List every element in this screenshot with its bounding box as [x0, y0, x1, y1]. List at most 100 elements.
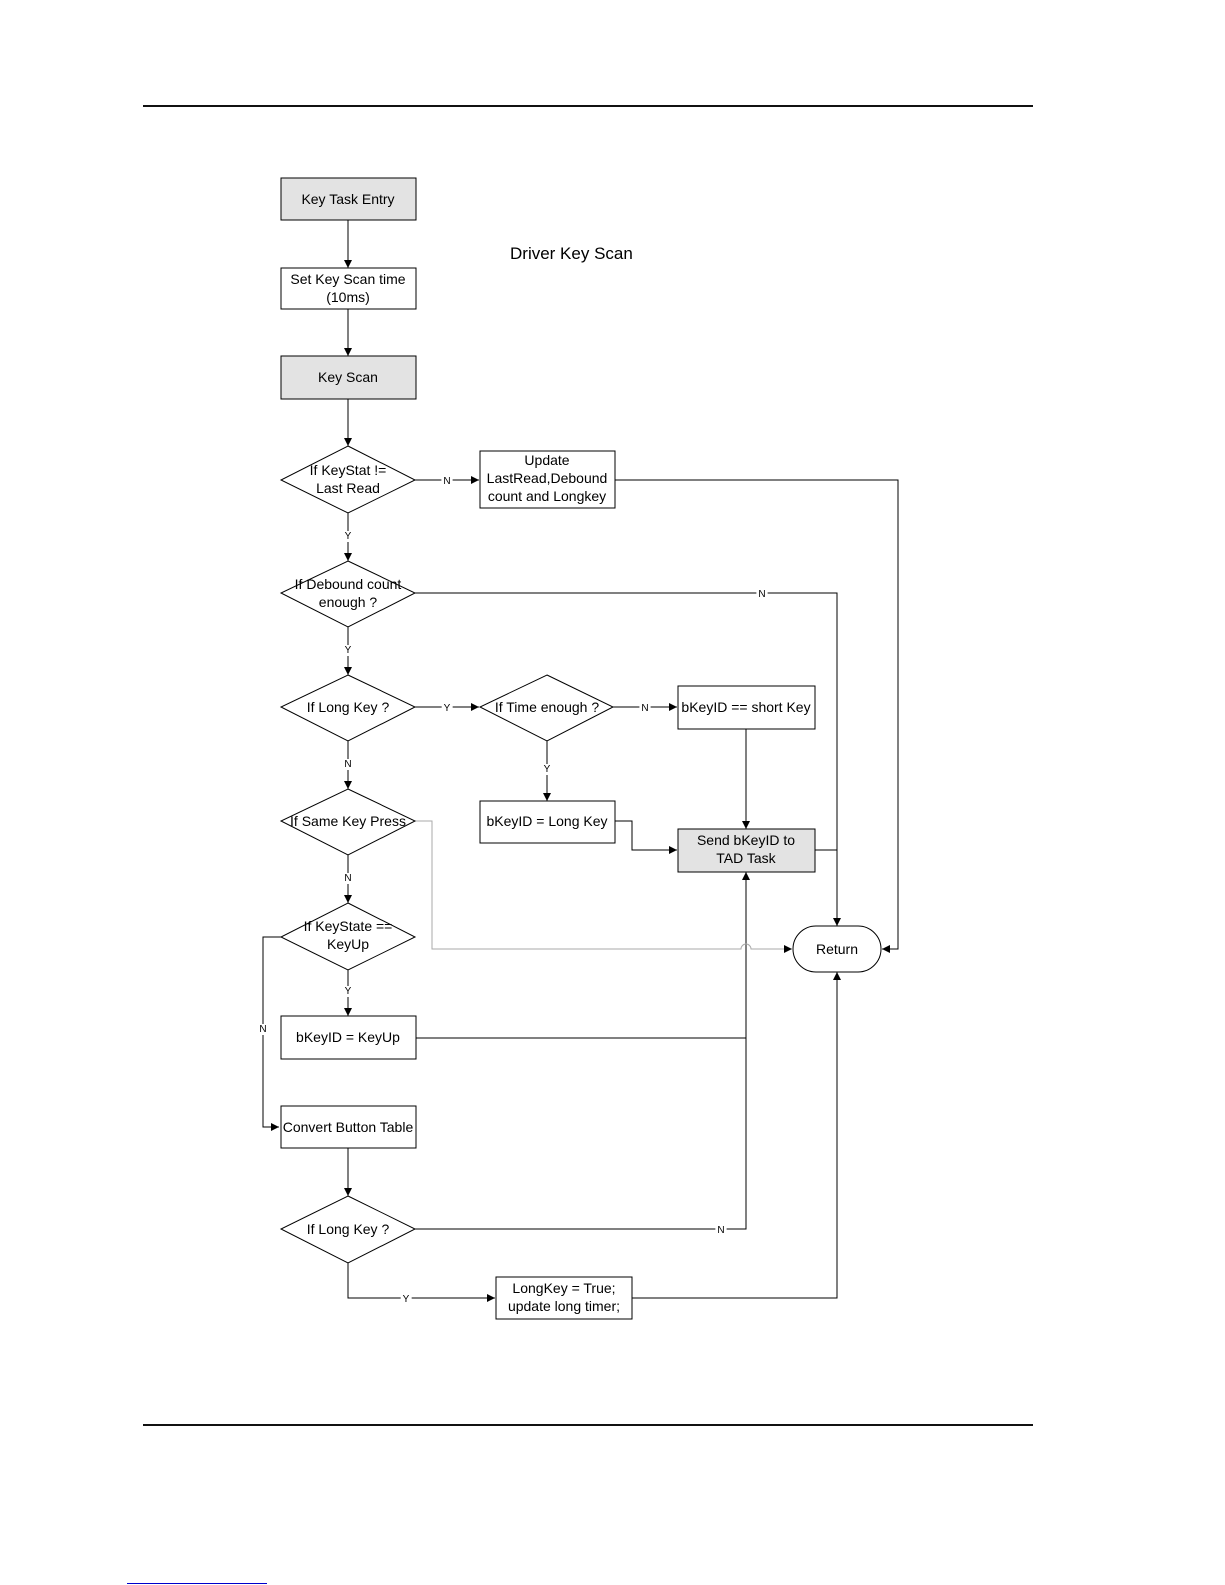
label-keystate-n-knockout	[257, 1024, 269, 1035]
node-key-task-entry-line-1: Key Task Entry	[301, 191, 394, 207]
node-convert-button-line-1: Convert Button Table	[283, 1119, 414, 1135]
node-update-lastread-box	[479, 450, 616, 509]
node-longkey-true-line-1: LongKey = True;	[512, 1280, 615, 1296]
label-keystat-y: Y	[345, 531, 352, 542]
edge-longkey2-y-to-longkeytrue	[347, 1263, 495, 1302]
label-longkey1-n-knockout	[342, 759, 354, 770]
label-time-n: N	[641, 703, 648, 714]
node-if-long-key-1: If Long Key ?	[307, 699, 390, 715]
label-longkey1-n: N	[344, 759, 351, 770]
label-keystate-y: Y	[345, 986, 352, 997]
node-bkeyid-keyup: bKeyID = KeyUp	[296, 1029, 400, 1045]
node-if-long-key-1-line-1: If Long Key ?	[307, 699, 390, 715]
node-if-keystate: If KeyState == KeyUp	[304, 918, 393, 952]
node-if-keystat-line-2: Last Read	[316, 480, 380, 496]
node-if-debound-line-1: If Debound count	[295, 576, 402, 592]
edge-longkeytrue-to-return	[632, 972, 841, 1299]
node-longkey-true-box	[495, 1276, 633, 1320]
node-if-time-enough-line-1: If Time enough ?	[495, 699, 600, 715]
node-return-line-1: Return	[816, 941, 858, 957]
node-send-bkeyid-line-1: Send bKeyID to	[697, 832, 795, 848]
node-send-bkeyid-line-2: TAD Task	[716, 850, 776, 866]
node-key-scan: Key Scan	[318, 369, 378, 385]
label-time-y: Y	[544, 764, 551, 775]
edge-long-to-send	[615, 820, 677, 854]
node-convert-button: Convert Button Table	[283, 1119, 414, 1135]
label-longkey2-n-knockout	[715, 1225, 727, 1236]
node-longkey-true-line-2: update long timer;	[508, 1298, 620, 1314]
node-longkey-true: LongKey = True; update long timer;	[508, 1280, 620, 1314]
label-keystat-y-knockout	[342, 531, 354, 542]
node-if-keystate-shape	[279, 902, 417, 971]
node-if-same-key-shape	[279, 788, 417, 856]
edge-labels: N Y N Y Y N Y N N Y N N Y	[257, 476, 768, 1305]
edge-longkey2-n-to-send	[415, 1038, 747, 1230]
label-debound-n: N	[758, 589, 765, 600]
node-bkeyid-long-box	[479, 800, 616, 844]
node-return: Return	[816, 941, 858, 957]
label-keystat-n: N	[443, 476, 450, 487]
node-bkeyid-long-line-1: bKeyID = Long Key	[486, 813, 607, 829]
node-key-scan-box	[280, 355, 417, 400]
node-key-scan-line-1: Key Scan	[318, 369, 378, 385]
node-update-lastread-line-1: Update	[524, 452, 569, 468]
node-bkeyid-short-line-1: bKeyID == short Key	[681, 699, 810, 715]
node-if-same-key: If Same Key Press	[290, 813, 406, 829]
node-set-key-scan-time: Set Key Scan time(10ms)	[290, 271, 405, 305]
node-if-keystat: If KeyStat != Last Read	[310, 462, 387, 496]
node-if-long-key-2-shape	[279, 1195, 417, 1264]
label-keystate-n: N	[259, 1024, 266, 1035]
node-update-lastread-line-3: count and Longkey	[488, 488, 606, 504]
node-if-debound-shape	[279, 560, 417, 628]
label-keystat-n-knockout	[441, 476, 453, 487]
label-time-n-knockout	[639, 703, 651, 714]
edge-keyup-to-send	[415, 872, 750, 1039]
node-if-long-key-2: If Long Key ?	[307, 1221, 390, 1237]
node-bkeyid-short-box	[677, 685, 816, 730]
node-return-shape	[792, 925, 882, 973]
label-keystate-y-knockout	[342, 986, 354, 997]
node-key-task-entry-box	[280, 177, 417, 221]
node-send-bkeyid: Send bKeyID to TAD Task	[697, 832, 795, 866]
label-longkey2-y: Y	[403, 1294, 410, 1305]
node-if-keystate-line-1: If KeyState ==	[304, 918, 393, 934]
node-key-task-entry: Key Task Entry	[301, 191, 394, 207]
connectors	[262, 220, 899, 1302]
nodes	[279, 177, 882, 1320]
label-samekey-n-knockout	[342, 873, 354, 884]
diagram-title: Driver Key Scan	[510, 244, 633, 263]
node-if-time-enough-shape	[478, 674, 615, 742]
label-longkey1-y: Y	[444, 703, 451, 714]
node-if-keystate-line-2: KeyUp	[327, 936, 369, 952]
node-if-time-enough: If Time enough ?	[495, 699, 600, 715]
label-debound-n-knockout	[756, 589, 768, 600]
node-if-keystat-shape	[279, 445, 417, 514]
node-bkeyid-long: bKeyID = Long Key	[486, 813, 607, 829]
node-send-bkeyid-box	[677, 828, 816, 873]
node-if-long-key-1-shape	[279, 674, 417, 742]
label-longkey1-y-knockout	[441, 703, 453, 714]
label-debound-y: Y	[345, 645, 352, 656]
node-if-debound-line-2: enough ?	[319, 594, 378, 610]
node-if-same-key-line-1: If Same Key Press	[290, 813, 406, 829]
node-update-lastread-line-2: LastRead,Debound	[487, 470, 608, 486]
node-bkeyid-short: bKeyID == short Key	[681, 699, 810, 715]
label-longkey2-y-knockout	[400, 1294, 412, 1305]
footer-rule	[143, 1424, 1033, 1426]
node-if-keystat-line-1: If KeyStat !=	[310, 462, 387, 478]
edge-samekey-y-to-return	[415, 820, 792, 953]
node-bkeyid-keyup-box	[280, 1015, 417, 1060]
label-debound-y-knockout	[342, 645, 354, 656]
node-set-key-scan-time-line-1: Set Key Scan time	[290, 271, 405, 287]
label-time-y-knockout	[541, 764, 553, 775]
node-if-long-key-2-line-1: If Long Key ?	[307, 1221, 390, 1237]
node-if-debound: If Debound count enough ?	[295, 576, 402, 610]
header-rule	[143, 105, 1033, 107]
node-convert-button-box	[280, 1105, 417, 1149]
node-bkeyid-keyup-line-1: bKeyID = KeyUp	[296, 1029, 400, 1045]
node-set-key-scan-time-box	[280, 267, 417, 310]
edge-debound-n-to-return	[415, 592, 841, 926]
label-samekey-n: N	[344, 873, 351, 884]
